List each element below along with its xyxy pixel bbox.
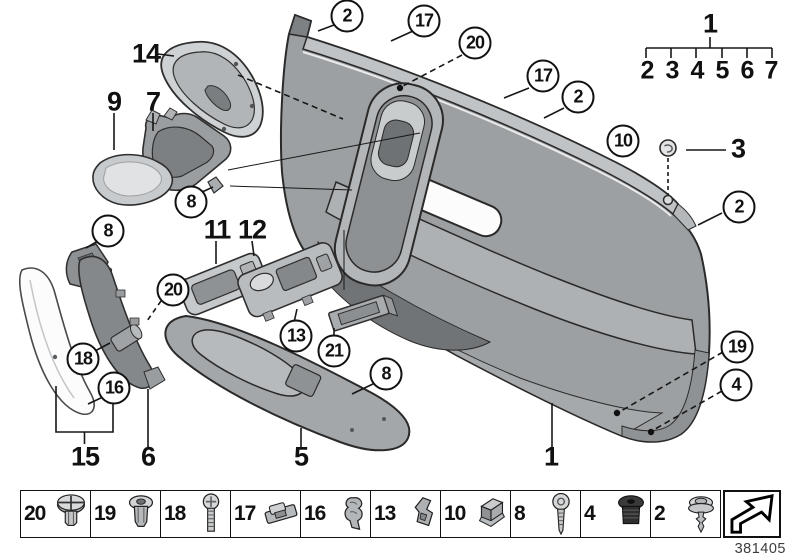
callout-circle-21[interactable]: 21 [317,334,351,368]
part-armrest-5 [164,314,411,452]
callout-circle-2[interactable]: 2 [561,80,595,114]
fastener-cell-17[interactable]: 17 [231,491,301,537]
rubber-plug-icon [613,493,649,535]
metal-clip-icon [263,493,299,535]
callout-circle-20[interactable]: 20 [156,273,190,307]
block-clip-icon [473,493,509,535]
fastener-cell-number: 18 [164,502,186,525]
callout-label-12[interactable]: 12 [237,214,267,245]
fastener-cell-number: 19 [94,502,116,525]
fastener-cell-number: 10 [444,502,466,525]
callout-label-3[interactable]: 3 [730,133,746,164]
legend-child-number-4: 4 [690,56,705,85]
callout-circle-2[interactable]: 2 [330,0,364,33]
fastener-cell-16[interactable]: 16 [301,491,371,537]
callout-circle-18[interactable]: 18 [66,342,100,376]
fastener-cell-8[interactable]: 8 [511,491,581,537]
callout-label-1[interactable]: 1 [543,441,559,472]
callout-label-15[interactable]: 15 [70,441,100,472]
callout-circle-8[interactable]: 8 [369,357,403,391]
fastener-cell-13[interactable]: 13 [371,491,441,537]
fastener-cell-number: 8 [514,502,526,525]
legend-group-number: 1 [702,8,718,39]
bent-arrow-icon [730,494,774,534]
part-bracket-21 [328,294,399,332]
fastener-key-strip: 20 19 18 17 16 13 10 8 4 2 [20,490,721,538]
callout-circle-20[interactable]: 20 [458,26,492,60]
fastener-cell-19[interactable]: 19 [91,491,161,537]
fastener-cell-18[interactable]: 18 [161,491,231,537]
torx-screw-icon [543,492,579,536]
part-door-trim-panel [279,13,711,443]
leader-dots [396,84,655,436]
fastener-cell-2[interactable]: 2 [651,491,720,537]
callout-circle-19[interactable]: 19 [720,330,754,364]
fastener-cell-number: 17 [234,502,256,525]
nav-arrow-box[interactable] [723,490,781,538]
callout-circle-4[interactable]: 4 [719,368,753,402]
fastener-cell-number: 13 [374,502,396,525]
part-pull-handle-carrier-6 [78,255,166,390]
callout-label-9[interactable]: 9 [106,86,122,117]
pan-head-screw-icon [193,493,229,535]
fastener-cell-number: 4 [584,502,596,525]
callout-label-11[interactable]: 11 [203,214,232,245]
legend-child-number-5: 5 [715,56,730,85]
fastener-cell-20[interactable]: 20 [21,491,91,537]
expansion-rivet-icon [123,493,159,535]
callout-label-14[interactable]: 14 [131,38,161,69]
part-grommet-3 [659,139,677,157]
legend-child-number-3: 3 [665,56,680,85]
push-rivet-icon [683,493,719,535]
legend-child-number-2: 2 [640,56,655,85]
spring-clip-icon [333,493,369,535]
callout-circle-16[interactable]: 16 [97,371,131,405]
callout-circle-8[interactable]: 8 [91,214,125,248]
part-switch-panel-12 [237,242,343,322]
callout-label-7[interactable]: 7 [145,86,161,117]
leader-lines [55,24,773,448]
part-handle-trim-9 [92,153,174,206]
callout-circle-10[interactable]: 10 [606,124,640,158]
callout-circle-2[interactable]: 2 [722,190,756,224]
expanding-nut-icon [53,493,89,535]
fastener-cell-number: 16 [304,502,326,525]
legend-child-number-7: 7 [764,56,779,85]
callout-label-5[interactable]: 5 [293,441,309,472]
legend-child-number-6: 6 [740,56,755,85]
diagram-number: 381405 [734,541,786,557]
fastener-cell-4[interactable]: 4 [581,491,651,537]
plastic-clip-icon [403,493,439,535]
fastener-cell-10[interactable]: 10 [441,491,511,537]
part-pull-handle-trim-15 [18,267,95,416]
fastener-cell-number: 2 [654,502,666,525]
callout-circle-17[interactable]: 17 [407,4,441,38]
callout-circle-13[interactable]: 13 [279,319,313,353]
callout-circle-8[interactable]: 8 [174,185,208,219]
fastener-cell-number: 20 [24,502,46,525]
callout-circle-17[interactable]: 17 [526,59,560,93]
callout-label-6[interactable]: 6 [140,441,156,472]
part-tweeter-cover-14 [160,40,264,138]
